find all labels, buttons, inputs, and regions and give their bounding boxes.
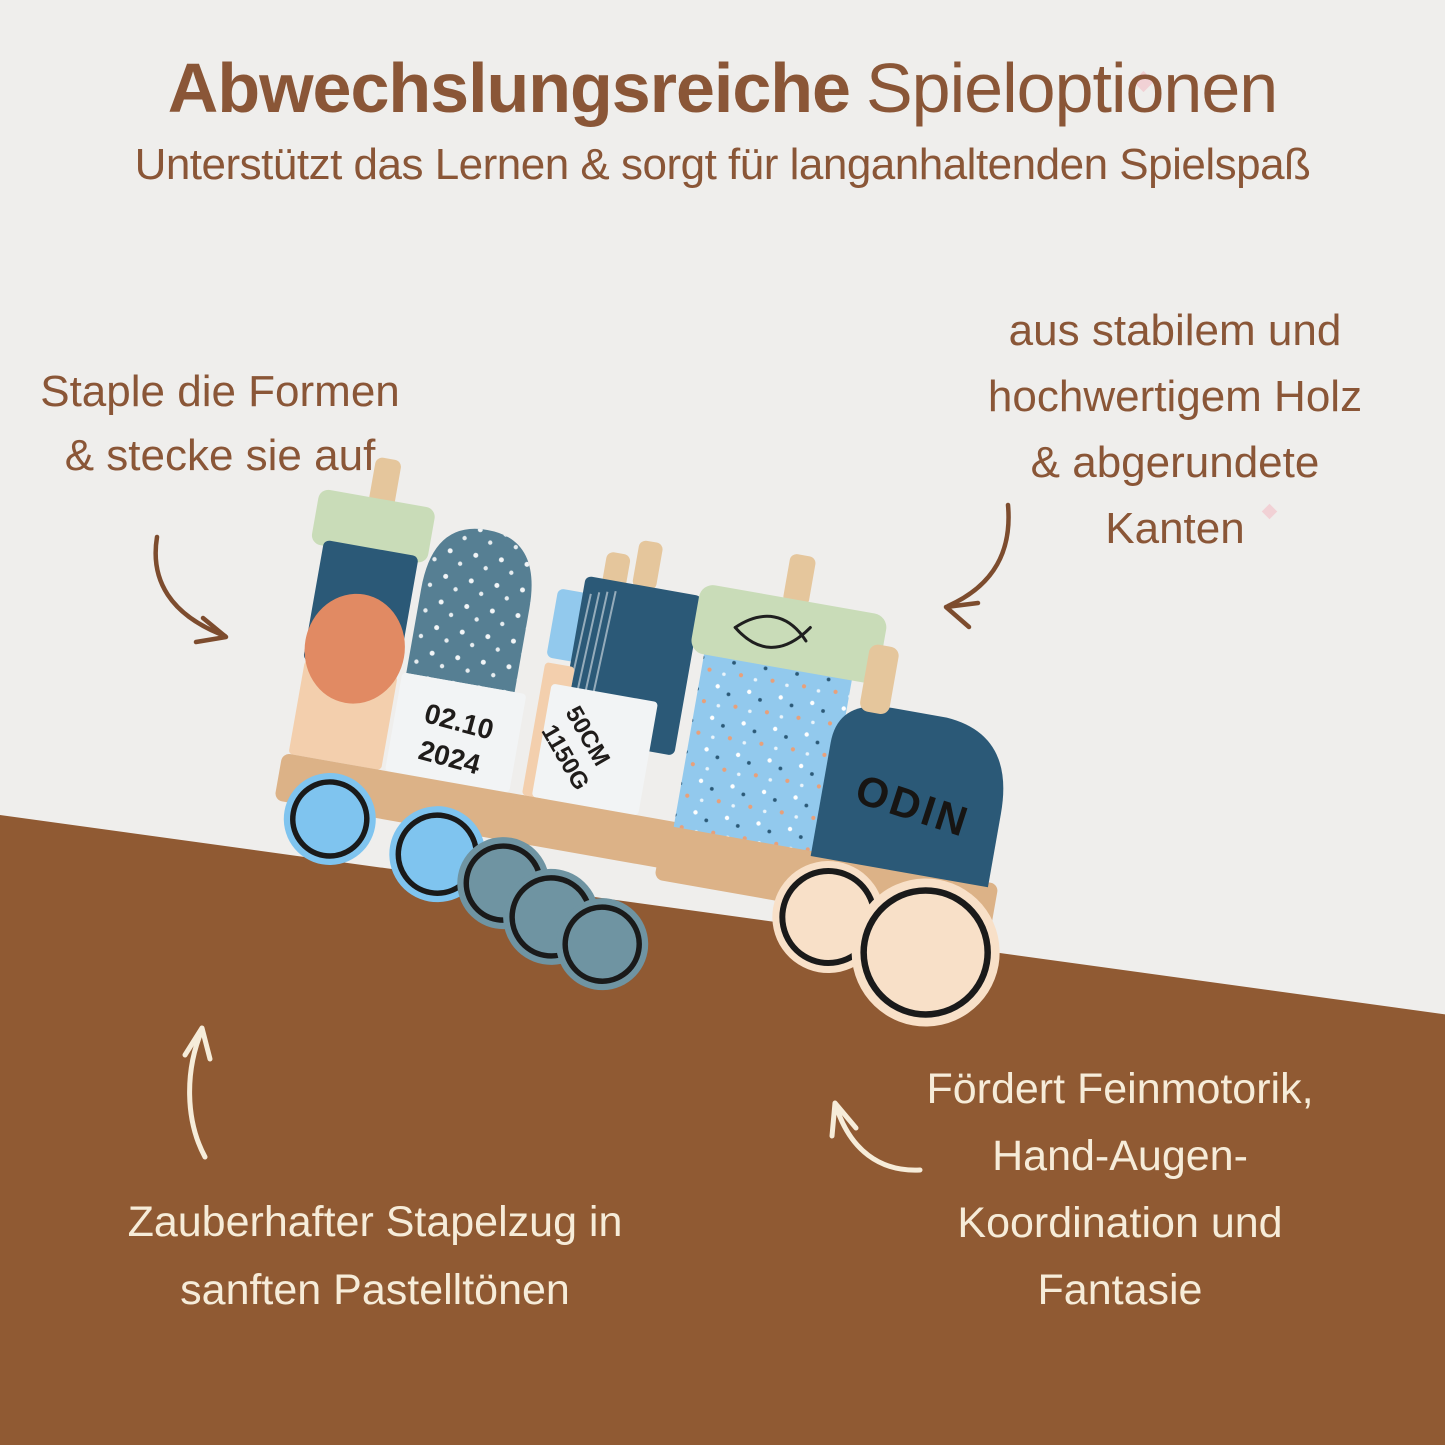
page-title-regular: Spieloptionen bbox=[865, 49, 1278, 127]
annotation-line: Fantasie bbox=[1037, 1266, 1203, 1314]
page-title-bold: Abwechslungsreiche bbox=[167, 49, 851, 127]
annotation-line: Kanten bbox=[1105, 504, 1245, 553]
stacking-peg bbox=[368, 457, 401, 510]
annotation-line: Fördert Feinmotorik, bbox=[926, 1065, 1314, 1113]
annotation-motorik: Fördert Feinmotorik, Hand-Augen- Koordin… bbox=[885, 1056, 1355, 1324]
top-left-arrow-icon bbox=[153, 534, 229, 645]
tire-ring bbox=[860, 887, 991, 1018]
annotation-line: Zauberhafter Stapelzug in bbox=[127, 1198, 623, 1246]
heart-speckle-pattern bbox=[406, 528, 532, 693]
salmon-circle-block bbox=[304, 593, 405, 704]
date-block bbox=[385, 672, 526, 793]
fish-icon bbox=[733, 614, 812, 649]
annotation-line: Staple die Formen bbox=[40, 367, 400, 416]
stacking-peg bbox=[632, 540, 663, 590]
middle-wagon: 50CM 1150G bbox=[507, 540, 721, 877]
tire-ring bbox=[562, 904, 642, 984]
annotation-line: Koordination und bbox=[957, 1199, 1283, 1247]
stats-block bbox=[532, 684, 658, 815]
page-subtitle: Unterstützt das Lernen & sorgt für langa… bbox=[134, 139, 1311, 189]
wooden-train: 02.10 2024 50CM 1150G bbox=[275, 457, 1004, 1027]
top-right-arrow-icon bbox=[943, 502, 1011, 630]
cream-wheel bbox=[851, 878, 1000, 1027]
annotation-line: & abgerundete bbox=[1030, 438, 1320, 487]
boiler-block bbox=[810, 706, 1004, 888]
annotation-stacking: Staple die Formen & stecke sie auf bbox=[10, 360, 430, 488]
annotation-line: Hand-Augen- bbox=[992, 1132, 1248, 1180]
mint-cab-roof bbox=[691, 585, 887, 683]
bottom-right-arrow-icon bbox=[829, 1100, 923, 1173]
annotation-pastel: Zauberhafter Stapelzug in sanften Pastel… bbox=[120, 1188, 630, 1324]
blue-wheel bbox=[283, 772, 376, 865]
annotation-line: aus stabilem und bbox=[1008, 306, 1342, 355]
confetti-speckle-pattern bbox=[673, 630, 856, 857]
bottom-left-arrow-icon bbox=[182, 1025, 213, 1160]
stacking-peg bbox=[783, 554, 816, 606]
wheels bbox=[283, 772, 1000, 1027]
annotation-material: aus stabilem und hochwertigem Holz & abg… bbox=[955, 298, 1395, 562]
chimney-peg bbox=[860, 644, 899, 714]
annotation-line: hochwertigem Holz bbox=[987, 372, 1363, 421]
tire-ring bbox=[290, 779, 370, 859]
annotation-line: & stecke sie auf bbox=[64, 431, 376, 480]
rear-wagon: 02.10 2024 bbox=[275, 457, 548, 846]
slate-wheel bbox=[556, 898, 649, 991]
annotation-line: sanften Pastelltönen bbox=[180, 1266, 570, 1314]
